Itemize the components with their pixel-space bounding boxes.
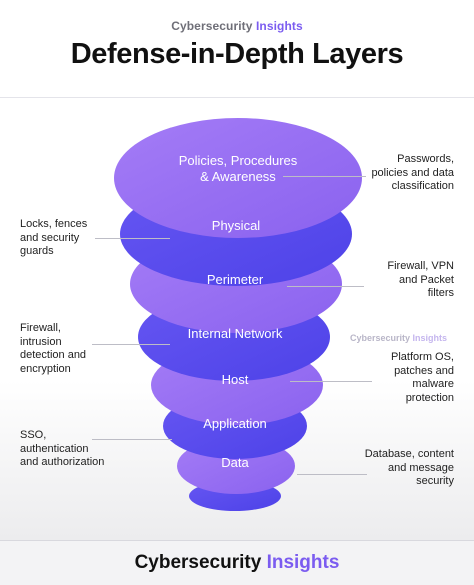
layer-label-physical: Physical — [211, 218, 261, 233]
note-perimeter: Firewall, VPN and Packet filters — [340, 260, 454, 301]
note-host: Platform OS, patches and malware protect… — [340, 351, 454, 405]
page-title: Defense-in-Depth Layers — [70, 38, 404, 70]
note-line: and Packet — [398, 273, 454, 286]
note-line: malware — [412, 378, 454, 390]
layer-label-host: Host — [221, 372, 249, 387]
note-line: and authorization — [20, 456, 105, 468]
header-brand-name: Cybersecurity — [171, 19, 253, 33]
footer-brand-name: Cybersecurity — [134, 552, 262, 573]
note-line: Database, content — [364, 448, 454, 460]
header-band — [0, 0, 474, 100]
note-line: intrusion — [20, 335, 62, 348]
connector-data — [297, 474, 367, 475]
note-line: guards — [20, 245, 54, 257]
connector-host — [290, 381, 372, 382]
header-brand: Cybersecurity Insights — [0, 19, 474, 33]
note-line: patches and — [394, 364, 454, 377]
layer-label-application: Application — [203, 416, 267, 431]
note-line: policies and data — [371, 166, 454, 179]
note-line: and message — [387, 461, 454, 474]
note-line: and security — [20, 231, 80, 244]
note-application: SSO, authentication and authorization — [20, 429, 140, 470]
layer-label-policies-line1: Policies, Procedures — [178, 153, 298, 168]
layer-label-perimeter: Perimeter — [206, 272, 264, 287]
layer-label-policies-line2: & Awareness — [200, 169, 276, 184]
footer-band — [0, 540, 474, 585]
layer-policies — [114, 118, 362, 238]
connector-policies — [283, 176, 366, 177]
note-line: security — [416, 475, 454, 487]
note-line: Passwords, — [397, 153, 454, 165]
note-line: authentication — [20, 442, 89, 455]
note-line: Firewall, VPN — [387, 260, 454, 272]
note-line: Locks, fences — [20, 218, 88, 230]
connector-physical — [95, 238, 170, 239]
footer-brand: Cybersecurity Insights — [0, 552, 474, 574]
header-divider — [0, 97, 474, 98]
connector-application — [92, 439, 172, 440]
layer-label-policies: Policies, Procedures & Awareness — [118, 153, 358, 185]
watermark: Cybersecurity Insights — [350, 333, 447, 343]
note-physical: Locks, fences and security guards — [20, 218, 130, 259]
layer-label-data: Data — [221, 455, 249, 470]
note-data: Database, content and message security — [340, 448, 454, 489]
watermark-brand-accent: Insights — [412, 333, 448, 343]
note-line: detection and — [20, 349, 87, 361]
layer-label-internal-network: Internal Network — [187, 326, 283, 341]
connector-internal-network — [92, 344, 170, 345]
note-line: classification — [391, 180, 454, 192]
note-internal-network: Firewall, intrusion detection and encryp… — [20, 322, 130, 376]
note-policies: Passwords, policies and data classificat… — [340, 153, 454, 194]
watermark-brand-name: Cybersecurity — [350, 333, 411, 343]
note-line: Platform OS, — [391, 351, 454, 363]
header-brand-accent: Insights — [255, 19, 303, 33]
connector-perimeter — [287, 286, 364, 287]
note-line: protection — [405, 391, 454, 404]
note-line: filters — [427, 287, 454, 299]
footer-brand-accent: Insights — [266, 552, 340, 573]
note-line: encryption — [20, 362, 71, 375]
note-line: SSO, — [20, 429, 47, 441]
note-line: Firewall, — [20, 322, 61, 334]
